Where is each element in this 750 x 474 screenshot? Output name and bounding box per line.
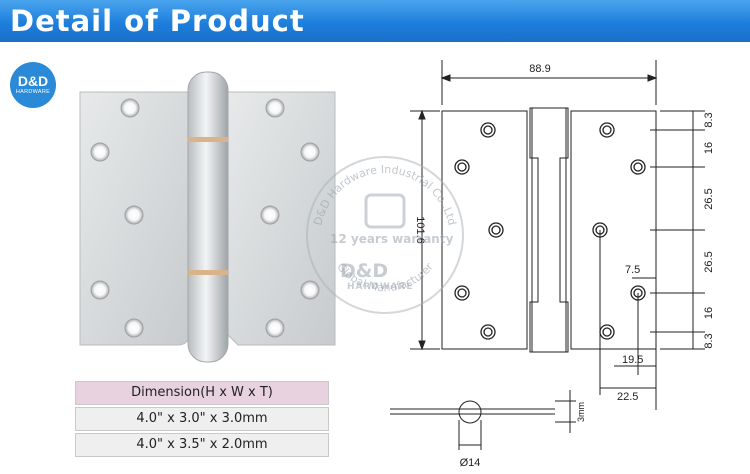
- logo-subtext: HARDWARE: [15, 89, 51, 95]
- dim-thickness: 3mm: [576, 402, 586, 422]
- dim-spacing-3: 26.5: [703, 188, 715, 209]
- dim-width: 88.9: [529, 63, 550, 75]
- dim-edge-offset-3: 22.5: [617, 391, 638, 403]
- brand-logo: D&D HARDWARE: [10, 62, 56, 108]
- dim-spacing-1: 8.3: [703, 112, 715, 127]
- hinge-drawing: 88.9 101.6 8.3 16 26.5 26.5 16 8.3 7.5 1…: [390, 60, 715, 469]
- dimension-row: 4.0" x 3.5" x 2.0mm: [75, 433, 329, 457]
- dimension-table-header: Dimension(H x W x T): [75, 381, 329, 405]
- hinge-photo: [79, 71, 336, 363]
- dim-spacing-5: 16: [703, 307, 715, 319]
- watermark-warranty: 12 years warranty: [330, 232, 454, 246]
- dimension-table: Dimension(H x W x T) 4.0" x 3.0" x 3.0mm…: [75, 381, 329, 459]
- logo-text: D&D: [17, 73, 49, 89]
- dim-edge-offset-2: 19.5: [622, 354, 643, 366]
- watermark-brand-sub: HARDWARE: [347, 282, 414, 292]
- dim-spacing-6: 8.3: [703, 333, 715, 348]
- watermark-brand: D&D: [340, 260, 389, 282]
- dim-spacing-4: 26.5: [703, 251, 715, 272]
- header-banner: Detail of Product: [0, 0, 750, 42]
- dim-knuckle-diameter: Ø14: [460, 457, 481, 469]
- dim-spacing-2: 16: [703, 142, 715, 154]
- page-title: Detail of Product: [10, 4, 305, 38]
- dimension-row: 4.0" x 3.0" x 3.0mm: [75, 407, 329, 431]
- dim-edge-offset-1: 7.5: [625, 264, 640, 276]
